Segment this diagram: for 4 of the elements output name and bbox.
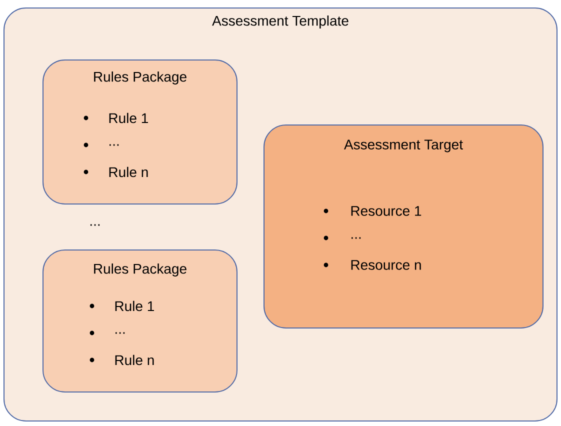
package-box: Rules Package Rule 1 ... Rule n bbox=[42, 60, 238, 204]
target-box: Assessment Target Resource 1 ... Resource n bbox=[264, 124, 544, 328]
package-box: Rules Package Rule 1 ... Rule n bbox=[42, 250, 238, 392]
ellipsis-label: ... bbox=[90, 224, 100, 226]
